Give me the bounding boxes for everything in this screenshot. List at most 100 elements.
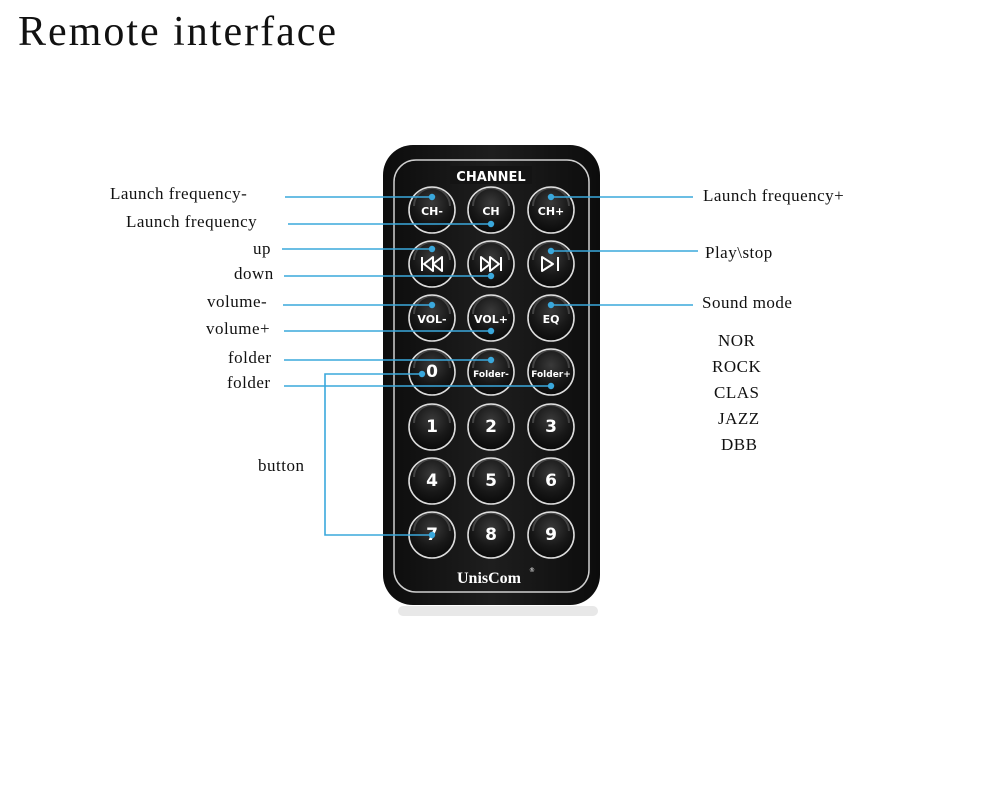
button-face[interactable]	[527, 186, 575, 234]
remote-button-chplus[interactable]: CH+	[527, 186, 575, 234]
button-face[interactable]	[527, 511, 575, 559]
label-volume-minus: volume-	[207, 292, 268, 311]
remote-button-5[interactable]: 5	[467, 457, 515, 505]
remote-button-0[interactable]: 0	[408, 348, 456, 396]
page-title: Remote interface	[18, 9, 339, 55]
button-face[interactable]	[467, 294, 515, 342]
dot-folder-plus	[547, 382, 555, 390]
button-highlight	[532, 512, 570, 532]
sound-mode-clas: CLAS	[714, 383, 760, 402]
leader-line-number-buttons	[324, 373, 432, 536]
remote-button-chminus[interactable]: CH-	[408, 186, 456, 234]
remote-button-playminuspauseminusicon[interactable]	[527, 240, 575, 288]
button-grid: CH-CHCH+VOL-VOL+EQ0Folder-Folder+1234567…	[408, 186, 575, 559]
remote-button-ch[interactable]: CH	[467, 186, 515, 234]
button-highlight	[472, 512, 510, 532]
button-label: 1	[426, 417, 438, 437]
button-label: CH-	[421, 205, 443, 218]
remote-button-volminus[interactable]: VOL-	[408, 294, 456, 342]
button-label: 4	[426, 471, 438, 491]
label-button: button	[258, 456, 305, 475]
next-icon	[480, 256, 502, 272]
label-sound-mode: Sound mode	[702, 293, 793, 312]
remote-button-volplus[interactable]: VOL+	[467, 294, 515, 342]
registered-mark: ®	[529, 567, 535, 574]
remote-button-1[interactable]: 1	[408, 403, 456, 451]
label-up: up	[253, 239, 271, 258]
label-launch-frequency-minus: Launch frequency-	[110, 184, 248, 203]
button-face[interactable]	[408, 403, 456, 451]
label-down: down	[234, 264, 274, 283]
button-highlight	[472, 187, 510, 207]
button-label: 3	[545, 417, 557, 437]
dot-play-stop	[547, 247, 555, 255]
dot-eq	[547, 301, 555, 309]
remote-button-folderminus[interactable]: Folder-	[467, 348, 515, 396]
button-label: 9	[545, 525, 557, 545]
label-folder-2: folder	[227, 373, 271, 392]
remote-button-3[interactable]: 3	[527, 403, 575, 451]
sound-mode-list: NOR ROCK CLAS JAZZ DBB	[700, 328, 790, 458]
prev-icon	[421, 256, 443, 272]
dot-ch-minus	[428, 193, 436, 201]
button-label: 6	[545, 471, 557, 491]
remote-button-eq[interactable]: EQ	[527, 294, 575, 342]
button-label: VOL+	[474, 313, 508, 326]
label-launch-frequency: Launch frequency	[126, 212, 258, 231]
button-highlight	[532, 187, 570, 207]
button-face[interactable]	[408, 294, 456, 342]
sound-mode-dbb: DBB	[721, 435, 758, 454]
button-face[interactable]	[527, 403, 575, 451]
button-highlight	[532, 349, 570, 369]
button-face[interactable]	[527, 348, 575, 396]
button-face[interactable]	[467, 403, 515, 451]
dot-vol-plus	[487, 327, 495, 335]
remote-button-2[interactable]: 2	[467, 403, 515, 451]
remote-button-8[interactable]: 8	[467, 511, 515, 559]
button-highlight	[413, 187, 451, 207]
remote-button-4[interactable]: 4	[408, 457, 456, 505]
button-face[interactable]	[527, 294, 575, 342]
button-highlight	[532, 241, 570, 261]
remote-inner-frame	[393, 159, 590, 593]
sound-mode-nor: NOR	[718, 331, 756, 350]
remote-button-6[interactable]: 6	[527, 457, 575, 505]
button-face[interactable]	[527, 457, 575, 505]
button-highlight	[472, 295, 510, 315]
button-label: Folder+	[531, 370, 571, 380]
leader-lines	[282, 196, 698, 536]
button-label: 8	[485, 525, 497, 545]
button-face[interactable]	[527, 240, 575, 288]
button-highlight	[472, 241, 510, 261]
dot-folder-minus	[487, 356, 495, 364]
button-face[interactable]	[467, 186, 515, 234]
button-highlight	[413, 349, 451, 369]
button-face[interactable]	[408, 186, 456, 234]
remote-button-9[interactable]: 9	[527, 511, 575, 559]
button-highlight	[532, 295, 570, 315]
button-label: EQ	[543, 313, 560, 326]
channel-label-bg	[450, 166, 532, 184]
button-face[interactable]	[467, 457, 515, 505]
remote-button-folderplus[interactable]: Folder+	[527, 348, 575, 396]
dot-up	[428, 245, 436, 253]
button-label: VOL-	[417, 313, 446, 326]
button-highlight	[472, 404, 510, 424]
dot-ch-plus	[547, 193, 555, 201]
label-folder-1: folder	[228, 348, 272, 367]
sound-mode-jazz: JAZZ	[718, 409, 760, 428]
button-highlight	[472, 458, 510, 478]
remote-reflection	[398, 606, 598, 616]
remote-button-nextminusicon[interactable]	[467, 240, 515, 288]
button-label: CH+	[538, 205, 565, 218]
label-launch-frequency-plus: Launch frequency+	[703, 186, 845, 205]
button-face[interactable]	[467, 511, 515, 559]
button-highlight	[413, 458, 451, 478]
button-highlight	[532, 404, 570, 424]
label-volume-plus: volume+	[206, 319, 271, 338]
button-highlight	[413, 404, 451, 424]
brand-logo: UnisCom	[457, 570, 522, 587]
button-label: 0	[426, 362, 438, 382]
button-face[interactable]	[408, 457, 456, 505]
